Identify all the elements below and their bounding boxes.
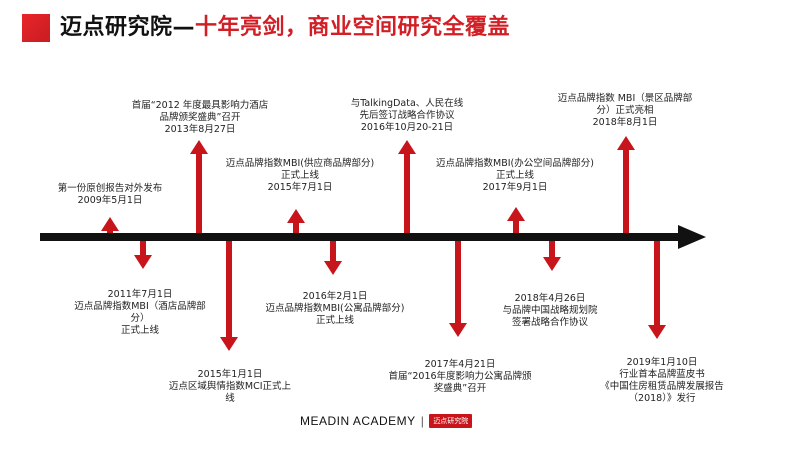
event-line: 迈点品牌指数 MBI（景区品牌部 [557, 93, 693, 104]
event-text-2016-oct: 与TalkingData、人民在线 先后签订战略合作协议 2016年10月20-… [337, 98, 477, 134]
corner-accent-block [22, 14, 50, 42]
event-line: 2017年9月1日 [482, 182, 548, 193]
arrow-shaft [455, 241, 461, 325]
event-text-2016-feb: 2016年2月1日 迈点品牌指数MBI(公寓品牌部分) 正式上线 [255, 291, 415, 327]
event-text-2019-jan: 2019年1月10日 行业首本品牌蓝皮书 《中国住房租赁品牌发展报告 （2018… [592, 357, 732, 405]
event-line: 正式上线 [280, 170, 319, 181]
event-line: 迈点品牌指数MBI（酒店品牌部 [74, 301, 206, 312]
event-arrow-2016-oct [398, 140, 416, 233]
event-line: 迈点品牌指数MBI(办公空间品牌部分) [436, 158, 594, 169]
event-arrow-2016-feb [324, 241, 342, 275]
arrow-head [648, 325, 666, 339]
arrow-shaft [226, 241, 232, 339]
event-text-2015-jan: 2015年1月1日 迈点区域舆情指数MCI正式上 线 [160, 369, 300, 405]
page-title: 迈点研究院—十年亮剑，商业空间研究全覆盖 [60, 13, 510, 43]
event-line: 首届“2016年度影响力公寓品牌颁 [388, 371, 532, 382]
event-line: （2018）》发行 [628, 393, 696, 404]
arrow-shaft [196, 153, 202, 233]
event-line: 正式上线 [495, 170, 534, 181]
event-text-2018-apr: 2018年4月26日 与品牌中国战略规划院 签署战略合作协议 [480, 293, 620, 329]
arrow-head [287, 209, 305, 223]
arrow-shaft [549, 241, 555, 259]
event-text-2013: 首届“2012 年度最具影响力酒店 品牌颁奖盛典”召开 2013年8月27日 [125, 100, 275, 136]
event-text-2018-aug: 迈点品牌指数 MBI（景区品牌部 分）正式亮相 2018年8月1日 [555, 93, 695, 129]
event-arrow-2009 [101, 217, 119, 233]
event-arrow-2019-jan [648, 241, 666, 339]
event-line: 先后签订战略合作协议 [359, 110, 455, 121]
timeline-arrow-head [678, 225, 706, 249]
event-text-2015-jul: 迈点品牌指数MBI(供应商品牌部分) 正式上线 2015年7月1日 [220, 158, 380, 194]
event-arrow-2011 [134, 241, 152, 269]
event-arrow-2015-jul [287, 209, 305, 233]
event-line: 2015年7月1日 [267, 182, 333, 193]
event-line: 与TalkingData、人民在线 [350, 98, 464, 109]
arrow-head [324, 261, 342, 275]
arrow-shaft [330, 241, 336, 263]
arrow-shaft [513, 220, 519, 233]
event-line: 线 [225, 393, 235, 404]
arrow-shaft [654, 241, 660, 327]
event-line: 分） [130, 313, 150, 324]
event-line: 首届“2012 年度最具影响力酒店 [131, 100, 269, 111]
title-part-2: 十年亮剑，商业空间研究全覆盖 [195, 15, 511, 40]
event-line: 2018年8月1日 [592, 117, 658, 128]
footer-branding: MEADIN ACADEMY | 迈点研究院 [300, 412, 473, 430]
arrow-head [617, 136, 635, 150]
event-arrow-2017-sep [507, 207, 525, 233]
event-line: 迈点品牌指数MBI(公寓品牌部分) [265, 303, 405, 314]
arrow-head [220, 337, 238, 351]
event-arrow-2018-apr [543, 241, 561, 271]
arrow-shaft [293, 222, 299, 233]
arrow-shaft [107, 230, 113, 233]
event-arrow-2017-apr [449, 241, 467, 337]
arrow-head [190, 140, 208, 154]
event-line: 迈点品牌指数MBI(供应商品牌部分) [225, 158, 375, 169]
event-line: 迈点区域舆情指数MCI正式上 [168, 381, 292, 392]
event-arrow-2018-aug [617, 136, 635, 233]
footer-brand-text: MEADIN ACADEMY [300, 414, 416, 428]
event-line: 奖盛典”召开 [433, 383, 487, 394]
event-text-2017-apr: 2017年4月21日 首届“2016年度影响力公寓品牌颁 奖盛典”召开 [380, 359, 540, 395]
arrow-head [507, 207, 525, 221]
arrow-head [134, 255, 152, 269]
event-text-2011: 2011年7月1日 迈点品牌指数MBI（酒店品牌部 分） 正式上线 [70, 289, 210, 337]
event-line: 与品牌中国战略规划院 [502, 305, 598, 316]
event-text-2009: 第一份原创报告对外发布 2009年5月1日 [50, 183, 170, 207]
event-line: 2013年8月27日 [164, 124, 236, 135]
event-line: 正式上线 [315, 315, 354, 326]
event-line: 品牌颁奖盛典”召开 [159, 112, 241, 123]
event-line: 第一份原创报告对外发布 [57, 183, 163, 194]
event-line: 2009年5月1日 [77, 195, 143, 206]
event-text-2017-sep: 迈点品牌指数MBI(办公空间品牌部分) 正式上线 2017年9月1日 [430, 158, 600, 194]
event-line: 2016年2月1日 [302, 291, 368, 302]
arrow-shaft [404, 153, 410, 233]
event-line: 2016年10月20-21日 [360, 122, 454, 133]
event-line: 2018年4月26日 [514, 293, 586, 304]
event-line: 2019年1月10日 [626, 357, 698, 368]
event-line: 签署战略合作协议 [511, 317, 588, 328]
event-line: 2011年7月1日 [107, 289, 173, 300]
arrow-head [543, 257, 561, 271]
event-line: 正式上线 [120, 325, 159, 336]
event-arrow-2013 [190, 140, 208, 233]
event-line: 行业首本品牌蓝皮书 [619, 369, 705, 380]
event-arrow-2015-jan [220, 241, 238, 351]
arrow-head [398, 140, 416, 154]
event-line: 2015年1月1日 [197, 369, 263, 380]
title-part-1: 迈点研究院— [60, 15, 196, 40]
arrow-head [101, 217, 119, 231]
timeline-line [40, 233, 680, 241]
arrow-shaft [140, 241, 146, 257]
arrow-shaft [623, 149, 629, 233]
event-line: 2017年4月21日 [424, 359, 496, 370]
meadin-logo: 迈点研究院 [429, 414, 473, 428]
arrow-head [449, 323, 467, 337]
event-line: 分）正式亮相 [596, 105, 654, 116]
footer-separator: | [420, 414, 425, 428]
event-line: 《中国住房租赁品牌发展报告 [600, 381, 724, 392]
